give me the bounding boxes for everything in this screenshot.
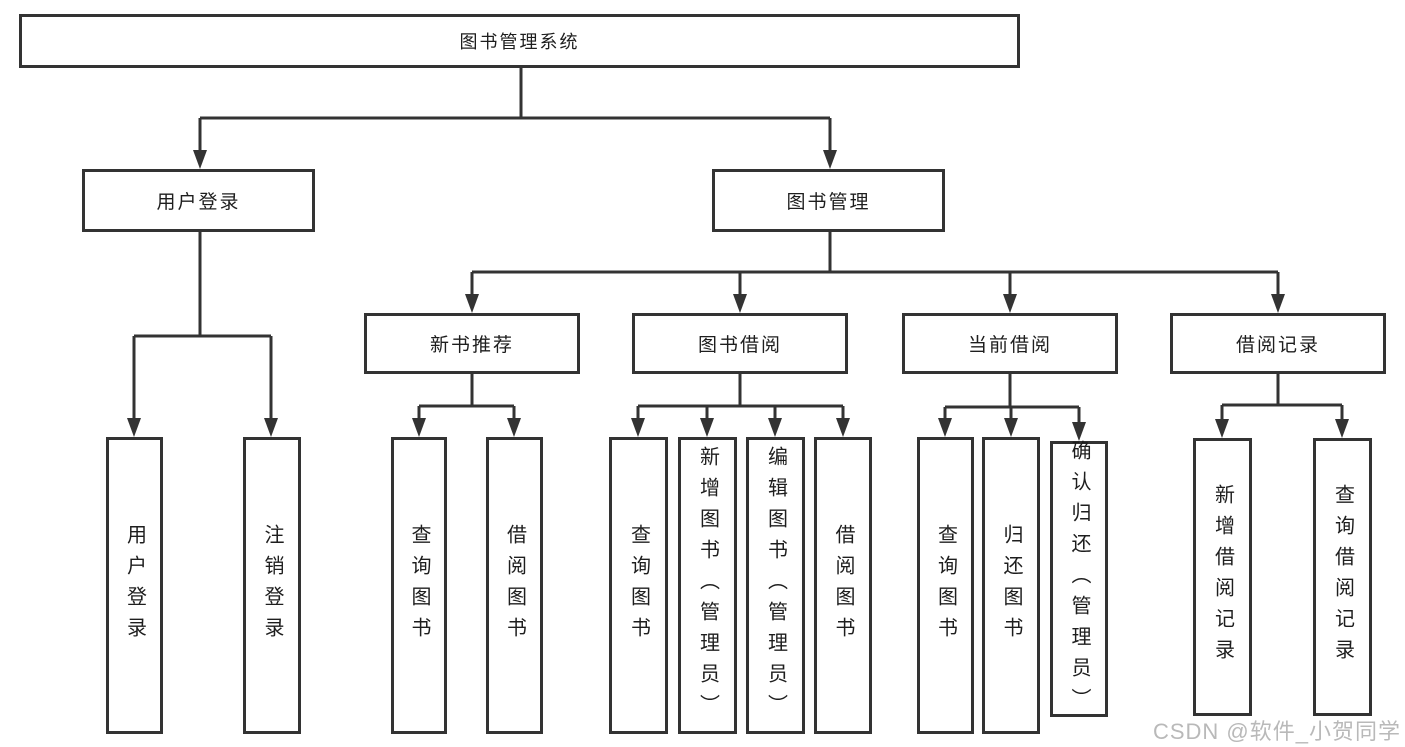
node-label: 新增借阅记录: [1211, 484, 1234, 670]
node-label: 新书推荐: [429, 335, 514, 356]
node-book-borrow: 图书借阅: [632, 313, 848, 374]
node-leaf-user-login: 用户登录: [106, 437, 163, 734]
node-leaf-borrow-books-1: 借阅图书: [486, 437, 543, 734]
node-label: 编辑图书（管理员）: [764, 446, 787, 725]
node-root-label: 图书管理系统: [459, 32, 580, 52]
node-label: 查询图书: [934, 523, 957, 648]
node-label: 查询借阅记录: [1331, 484, 1354, 670]
node-leaf-add-books-admin: 新增图书（管理员）: [678, 437, 737, 734]
node-leaf-query-books-1: 查询图书: [391, 437, 447, 734]
node-root-system: 图书管理系统: [19, 14, 1020, 68]
node-book-management: 图书管理: [712, 169, 945, 232]
node-leaf-logout: 注销登录: [243, 437, 301, 734]
csdn-watermark: CSDN @软件_小贺同学: [1152, 719, 1401, 744]
node-label: 查询图书: [408, 523, 430, 648]
node-leaf-borrow-books-2: 借阅图书: [814, 437, 872, 734]
node-user-login: 用户登录: [82, 169, 315, 232]
node-new-book-recommend: 新书推荐: [364, 313, 580, 374]
node-label: 图书借阅: [697, 335, 782, 356]
node-label: 用户登录: [156, 192, 241, 213]
node-label: 借阅记录: [1235, 335, 1320, 356]
node-label: 确认归还（管理员）: [1068, 439, 1090, 719]
node-label: 当前借阅: [967, 335, 1052, 356]
node-label: 归还图书: [1000, 523, 1022, 648]
node-label: 注销登录: [261, 523, 283, 648]
node-label: 图书管理: [786, 192, 871, 213]
node-leaf-query-books-3: 查询图书: [917, 437, 974, 734]
node-leaf-query-borrow-record: 查询借阅记录: [1313, 438, 1372, 716]
node-leaf-query-books-2: 查询图书: [609, 437, 668, 734]
node-leaf-edit-books-admin: 编辑图书（管理员）: [746, 437, 805, 734]
node-leaf-confirm-return-admin: 确认归还（管理员）: [1050, 439, 1108, 719]
node-label: 用户登录: [123, 523, 146, 648]
node-label: 借阅图书: [832, 523, 854, 648]
node-label: 借阅图书: [503, 523, 526, 648]
node-borrow-records: 借阅记录: [1170, 313, 1386, 374]
node-label: 查询图书: [627, 523, 650, 648]
node-current-borrow: 当前借阅: [902, 313, 1118, 374]
node-leaf-add-borrow-record: 新增借阅记录: [1193, 438, 1252, 716]
node-label: 新增图书（管理员）: [696, 446, 719, 725]
arrowheads: [127, 150, 1349, 441]
node-leaf-return-books: 归还图书: [982, 437, 1040, 734]
